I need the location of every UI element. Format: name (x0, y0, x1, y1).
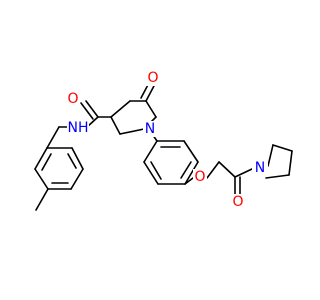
bond-pyrrolidinone-1 (110, 100, 131, 118)
bond-o-ch2 (206, 161, 220, 179)
bond-pyrrolidine-1 (267, 144, 274, 167)
bond-phenyl-4 (184, 161, 199, 185)
atom-label-layer: O NH O N O O N (66, 70, 268, 210)
bond-phenyl-1 (143, 140, 158, 163)
bond-lactam-co-1 (145, 83, 156, 102)
bond-tolyl-4 (70, 168, 84, 190)
bond-pyrrolidinone-3 (145, 100, 157, 118)
bond-pyrrolidinone-5 (119, 128, 145, 135)
bond-pyrrolidine-2 (272, 144, 293, 152)
bond-layer (34, 80, 293, 211)
bond-phenyl-5 (183, 140, 199, 163)
amide-oxygen-label: O (67, 91, 78, 107)
bond-tolyl-5 (71, 147, 84, 170)
bond-tolyl-inner-3 (67, 153, 77, 169)
bond-phenyl-inner-1 (150, 161, 162, 180)
bond-tolyl-inner-1 (41, 153, 52, 171)
pyrrolidine-nitrogen-label: N (255, 160, 265, 176)
bond-aryl-o (184, 177, 194, 185)
molecule-structure: O NH O N O O N (34, 70, 293, 211)
bond-ch2-co (218, 161, 236, 178)
bond-tolyl-2 (34, 168, 49, 190)
bond-pyrrolidinone-6 (110, 116, 121, 135)
bond-benzyl-1 (46, 126, 60, 149)
molecule-canvas: O NH O N O O N (34, 70, 293, 211)
ring-nitrogen-label: N (145, 121, 155, 137)
bond-pyrrolidine-4 (265, 174, 290, 179)
bond-pyrrolidine-3 (288, 150, 293, 176)
lactam-oxygen-label: O (147, 70, 158, 86)
bond-amide-co-1 (85, 100, 99, 118)
ketone-oxygen-label: O (232, 194, 243, 210)
bond-methyl (35, 188, 49, 211)
bond-tolyl-1 (34, 147, 48, 170)
bond-amide-co-2 (80, 102, 94, 120)
amide-nitrogen-label: NH (68, 120, 89, 136)
bond-phenyl-2 (143, 161, 159, 185)
ether-oxygen-label: O (194, 169, 205, 185)
bond-phenyl-inner-2 (180, 161, 192, 179)
bond-co-pyrrolidine-n (234, 168, 253, 178)
